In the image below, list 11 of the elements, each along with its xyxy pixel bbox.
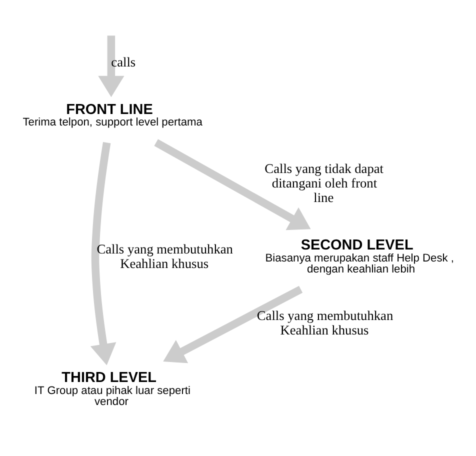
- node-text: FRONT LINE Terima telpon, support level pertama: [22, 102, 202, 129]
- node-text: SECOND LEVEL Biasanya merupakan staff Help Desk , dengan keahlian lebih: [265, 238, 454, 276]
- arrow: [163, 286, 303, 364]
- node-text: THIRD LEVEL IT Group atau pihak luar seperti vendor: [34, 370, 190, 408]
- edge-label: Calls yang tidak dapat ditangani oleh front line: [264, 161, 384, 205]
- edge-label: Calls yang membutuhkan Keahlian khusus: [256, 308, 394, 338]
- arrow: [98, 36, 124, 98]
- edge-label: Calls yang membutuhkan Keahlian khusus: [96, 242, 233, 272]
- arrow: [154, 139, 311, 230]
- arrow: [90, 142, 116, 366]
- edge-label: calls: [111, 54, 136, 70]
